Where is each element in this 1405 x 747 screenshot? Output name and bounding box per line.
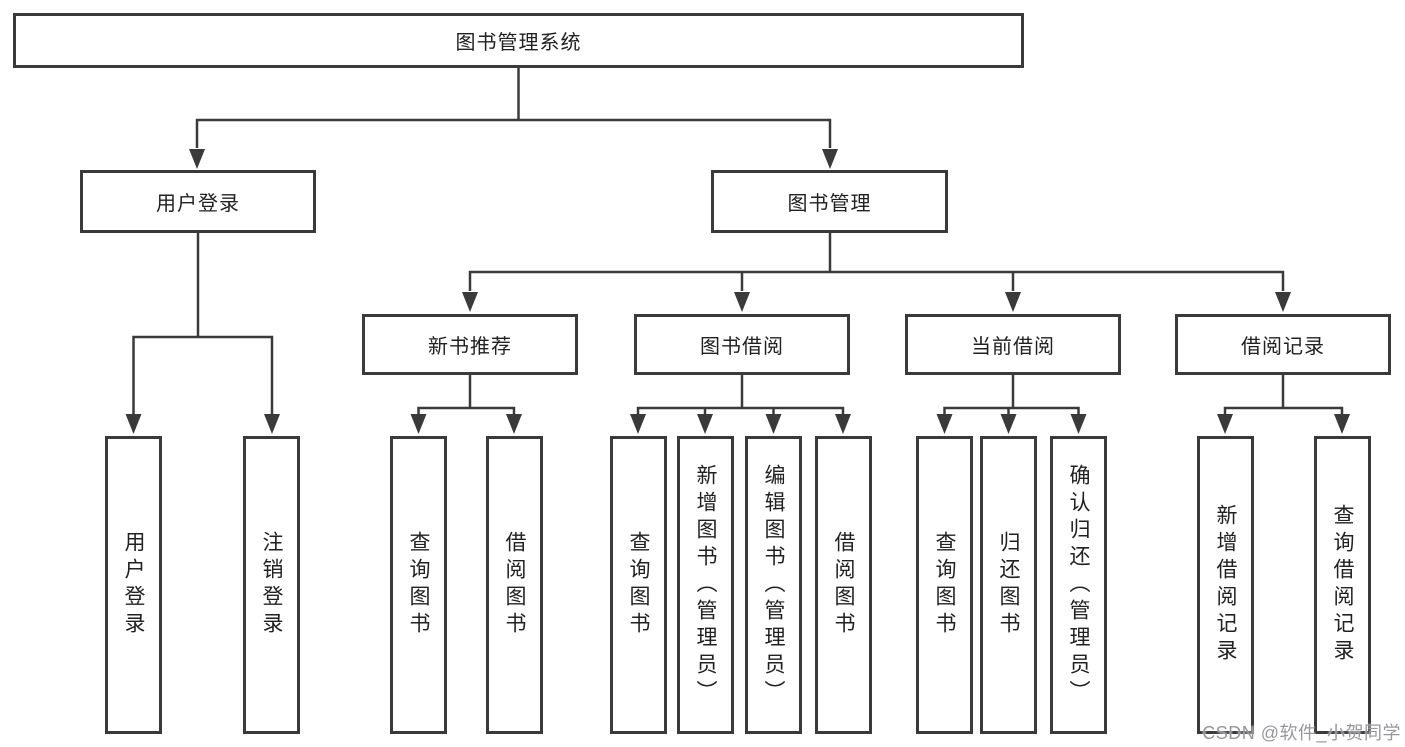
- leaf-user-login: 用户登录: [105, 436, 162, 734]
- leaf-bb-borrow-books: 借阅图书: [815, 436, 872, 734]
- node-label: 查询借阅记录: [1331, 504, 1354, 666]
- node-label: 编辑图书（管理员）: [762, 463, 785, 707]
- connector-borrow-records-bracket: [1223, 406, 1344, 416]
- connector-book-borrow-bracket: [636, 406, 845, 416]
- arrowhead-to-book-management: [822, 149, 838, 169]
- arrowhead-to-leaf-bb-query: [630, 414, 646, 434]
- node-label: 新增借阅记录: [1214, 504, 1237, 666]
- arrowhead-to-book-borrow: [734, 292, 750, 312]
- node-user-login: 用户登录: [80, 170, 316, 233]
- arrowhead-to-leaf-bb-edit: [765, 414, 782, 434]
- node-label: 借阅图书: [832, 531, 855, 639]
- node-book-management: 图书管理: [711, 170, 948, 233]
- node-label: 图书管理系统: [455, 32, 582, 54]
- leaf-nb-query-books: 查询图书: [390, 436, 447, 734]
- node-label: 查询图书: [407, 531, 430, 639]
- node-new-book-recommend: 新书推荐: [362, 314, 578, 375]
- arrowhead-to-leaf-logout: [264, 414, 280, 434]
- connector-user-login-bracket: [132, 335, 274, 416]
- node-label: 用户登录: [156, 193, 240, 215]
- arrowhead-to-leaf-nb-borrow: [506, 414, 522, 434]
- node-label: 新增图书（管理员）: [694, 463, 717, 707]
- arrowhead-to-borrow-records: [1275, 292, 1291, 312]
- node-label: 归还图书: [997, 531, 1020, 639]
- node-label: 用户登录: [122, 531, 145, 639]
- connector-current-borrow-bracket: [943, 406, 1080, 416]
- leaf-cb-confirm-return-admin: 确认归还（管理员）: [1050, 436, 1107, 734]
- arrowhead-to-leaf-cb-confirm: [1070, 414, 1087, 434]
- leaf-nb-borrow-books: 借阅图书: [486, 436, 543, 734]
- node-current-borrow: 当前借阅: [905, 314, 1121, 375]
- node-label: 图书借阅: [700, 336, 784, 358]
- arrowhead-to-leaf-cb-query: [936, 414, 953, 434]
- node-label: 查询图书: [933, 531, 956, 639]
- node-label: 借阅图书: [503, 531, 526, 639]
- connector-root-bracket: [195, 118, 832, 148]
- node-borrow-records: 借阅记录: [1175, 314, 1391, 375]
- node-book-borrow: 图书借阅: [634, 314, 850, 375]
- leaf-br-query-record: 查询借阅记录: [1314, 436, 1371, 734]
- node-label: 借阅记录: [1241, 336, 1325, 358]
- leaf-logout: 注销登录: [243, 436, 300, 734]
- node-label: 当前借阅: [971, 336, 1055, 358]
- leaf-bb-edit-books-admin: 编辑图书（管理员）: [745, 436, 802, 734]
- connector-new-book-recommend-bracket: [417, 406, 516, 416]
- arrowhead-to-leaf-user-login: [125, 414, 142, 434]
- arrowhead-to-leaf-cb-return: [1000, 414, 1017, 434]
- arrowhead-to-leaf-br-query: [1334, 414, 1350, 434]
- arrowhead-to-leaf-bb-borrow: [835, 414, 851, 434]
- connector-book-management-bracket: [468, 270, 1285, 291]
- leaf-cb-query-books: 查询图书: [916, 436, 973, 734]
- leaf-cb-return-books: 归还图书: [980, 436, 1037, 734]
- arrowhead-to-current-borrow: [1005, 292, 1021, 312]
- node-label: 查询图书: [627, 531, 650, 639]
- node-label: 新书推荐: [428, 336, 512, 358]
- leaf-bb-add-books-admin: 新增图书（管理员）: [677, 436, 734, 734]
- arrowhead-to-user-login: [189, 149, 205, 169]
- node-library-management-system: 图书管理系统: [13, 13, 1024, 68]
- arrowhead-to-leaf-bb-add: [697, 414, 713, 434]
- node-label: 注销登录: [260, 531, 283, 639]
- node-label: 图书管理: [787, 193, 872, 215]
- arrowhead-to-new-book-recommend: [462, 292, 478, 312]
- watermark: CSDN @软件_小贺同学: [1202, 723, 1401, 743]
- leaf-br-add-record: 新增借阅记录: [1197, 436, 1254, 734]
- node-label: 确认归还（管理员）: [1067, 463, 1090, 707]
- arrowhead-to-leaf-nb-query: [410, 414, 427, 434]
- arrowhead-to-leaf-br-add: [1217, 414, 1233, 434]
- leaf-bb-query-books: 查询图书: [610, 436, 667, 734]
